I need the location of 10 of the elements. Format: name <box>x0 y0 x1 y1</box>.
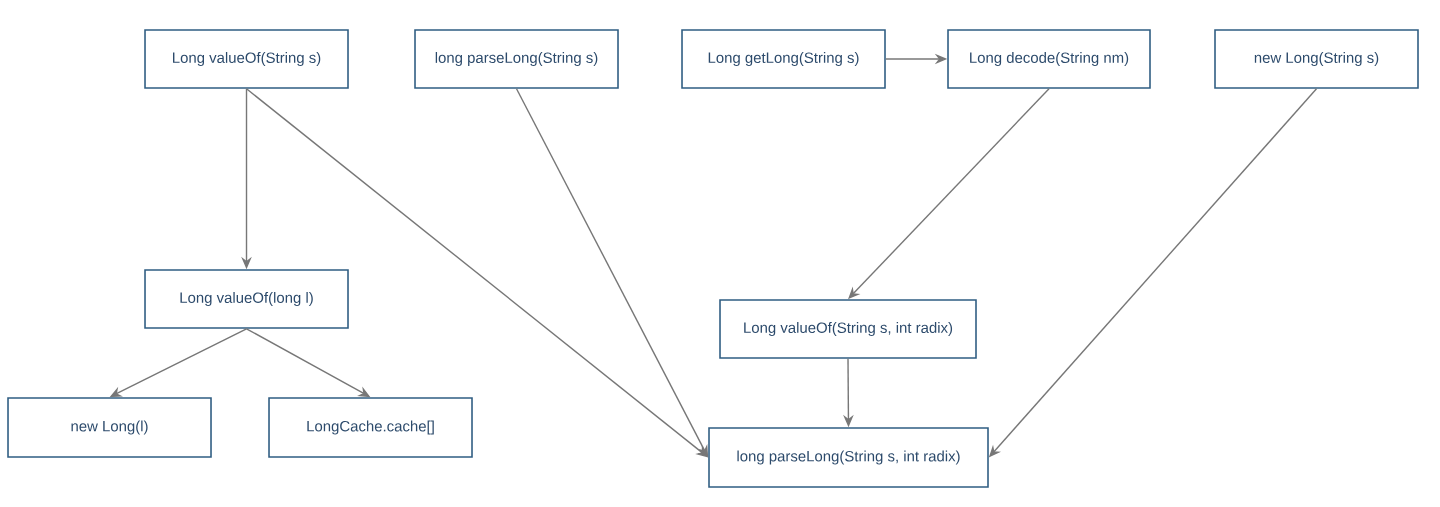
method-box: Long decode(String nm) <box>947 29 1151 89</box>
method-box: new Long(String s) <box>1214 29 1419 89</box>
method-box: Long getLong(String s) <box>681 29 886 89</box>
method-box: Long valueOf(String s) <box>144 29 349 89</box>
method-box: Long valueOf(String s, int radix) <box>719 299 977 359</box>
method-box: long parseLong(String s, int radix) <box>708 427 989 488</box>
method-box: LongCache.cache[] <box>268 397 473 458</box>
method-box: new Long(l) <box>7 397 212 458</box>
method-box: long parseLong(String s) <box>414 29 619 89</box>
method-box: Long valueOf(long l) <box>144 269 349 329</box>
